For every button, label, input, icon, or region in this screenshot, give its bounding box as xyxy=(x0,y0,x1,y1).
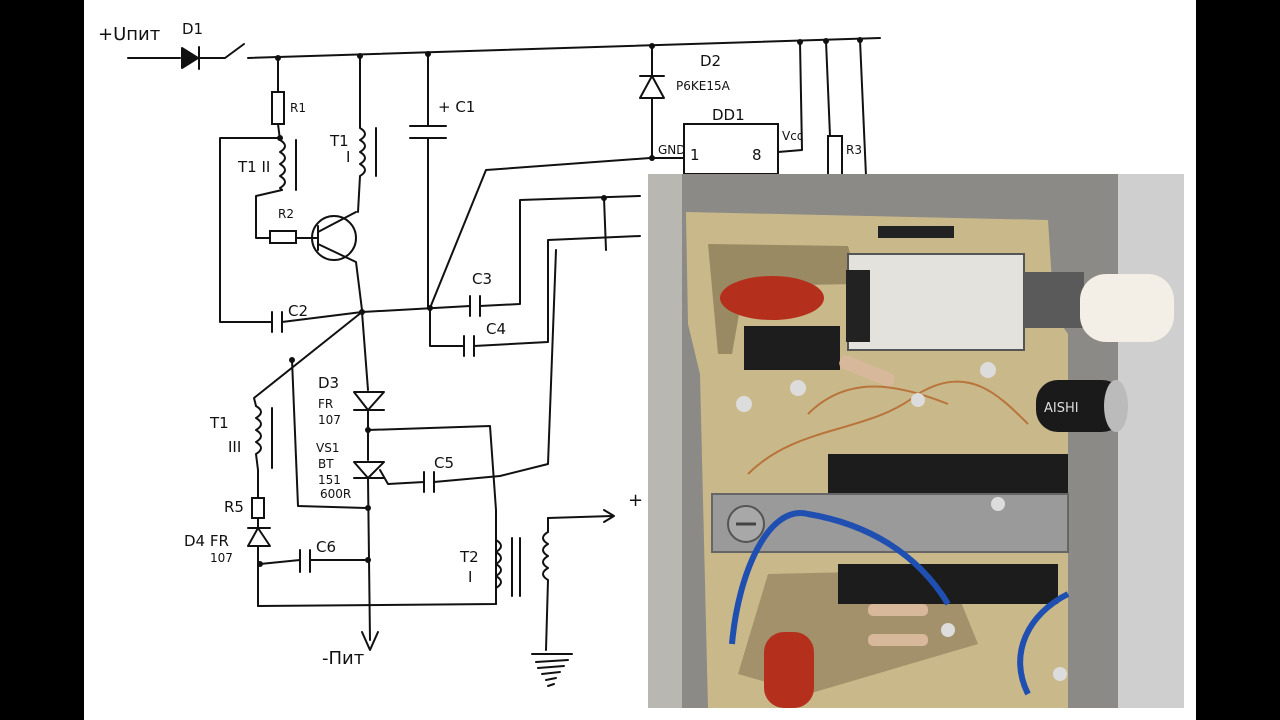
d2-part-label: P6KE15A xyxy=(676,79,731,93)
pin8-label: 8 xyxy=(752,146,762,164)
pin1-label: 1 xyxy=(690,146,700,164)
r2-resistor xyxy=(269,230,297,244)
board-photo: AISHI xyxy=(648,174,1184,708)
d2-label: D2 xyxy=(700,52,721,70)
minus-supply-label: -Пит xyxy=(322,648,364,669)
blue-wire xyxy=(729,510,951,645)
dd1-label: DD1 xyxy=(712,106,745,124)
c5-label: C5 xyxy=(434,454,454,472)
t1-ii-winding xyxy=(279,139,286,191)
r3-label: R3 xyxy=(846,143,862,157)
d3-label: D3 xyxy=(318,374,339,392)
r5-resistor xyxy=(251,497,265,519)
r3-resistor xyxy=(827,135,843,177)
transistor-symbol xyxy=(311,215,357,261)
vs1-part-b-label: 151 xyxy=(318,473,341,487)
electrolytic-capacitor xyxy=(1036,380,1124,432)
r1-resistor xyxy=(271,91,285,125)
c4-label: C4 xyxy=(486,320,506,338)
t1-iii-winding xyxy=(255,405,262,471)
relay-block xyxy=(847,253,1025,351)
d1-diode xyxy=(181,46,200,70)
r2-label: R2 xyxy=(278,207,294,221)
c1-label: + C1 xyxy=(438,98,475,116)
vs1-label: VS1 xyxy=(316,441,339,455)
t1-iii-label: T1 xyxy=(209,414,229,432)
vs1-part-a-label: BT xyxy=(318,457,334,471)
t2-label: T2 xyxy=(459,548,479,566)
red-capacitor xyxy=(720,276,824,320)
d3-part-a-label: FR xyxy=(318,397,333,411)
blue-wire xyxy=(1017,591,1070,696)
d4-label: D4 FR xyxy=(184,532,229,550)
gnd-label: GND xyxy=(658,143,686,157)
supply-label: +Uпит xyxy=(98,24,160,45)
plus-output-label: + xyxy=(628,490,643,511)
top-rail-wire xyxy=(127,37,881,59)
r1-branch-wire xyxy=(277,57,281,141)
c6-label: C6 xyxy=(316,538,336,556)
t1-i-roman-label: I xyxy=(346,148,350,166)
r5-label: R5 xyxy=(224,498,244,516)
t1-ii-label: T1 II xyxy=(237,158,270,176)
d4-part-label: 107 xyxy=(210,551,233,565)
d1-label: D1 xyxy=(182,20,203,38)
vcc-label: Vcc xyxy=(782,129,803,143)
t1-i-label: T1 xyxy=(329,132,349,150)
r1-label: R1 xyxy=(290,101,306,115)
capacitor-print: AISHI xyxy=(1044,401,1079,416)
c2-label: C2 xyxy=(288,302,308,320)
t2-winding xyxy=(495,539,502,605)
t2-roman-label: I xyxy=(468,568,472,586)
t1-iii-roman-label: III xyxy=(228,438,241,456)
d3-part-b-label: 107 xyxy=(318,413,341,427)
c3-label: C3 xyxy=(472,270,492,288)
vs1-part-c-label: 600R xyxy=(320,487,351,501)
push-button-cap xyxy=(1080,274,1174,342)
t1-i-winding xyxy=(357,55,366,213)
